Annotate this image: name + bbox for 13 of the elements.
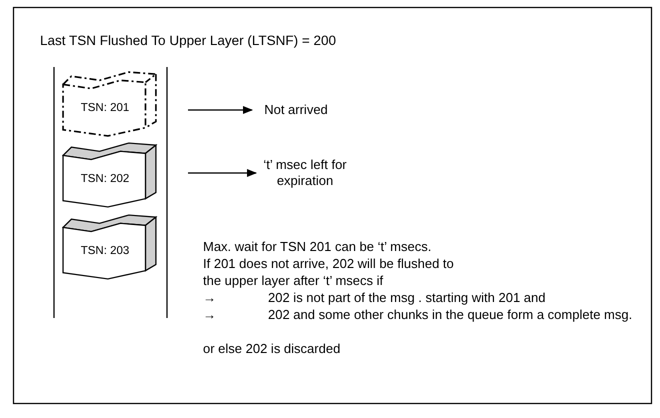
note-text: or else 202 is discarded — [203, 340, 342, 357]
status-text: Not arrived — [256, 102, 336, 118]
note-text: If 201 does not arrive, 202 will be flushed to the upper layer after ‘t’ msecs if — [203, 255, 455, 289]
status-text: ‘t’ msec left for expiration — [250, 157, 360, 189]
arrow — [188, 106, 253, 114]
note-text: 202 is not part of the msg . starting with 201 and — [268, 289, 546, 306]
chunk-box: TSN: 201 — [62, 70, 158, 138]
note-text: Max. wait for TSN 201 can be ‘t’ msecs. — [203, 238, 432, 255]
arrow — [188, 169, 257, 177]
title: Last TSN Flushed To Upper Layer (LTSNF) = 200 — [40, 33, 336, 48]
bullet-symbol: → — [203, 306, 217, 323]
note-text: 202 and some other chunks in the queue form a complete msg. — [268, 306, 634, 323]
bullet-symbol: → — [203, 289, 217, 306]
